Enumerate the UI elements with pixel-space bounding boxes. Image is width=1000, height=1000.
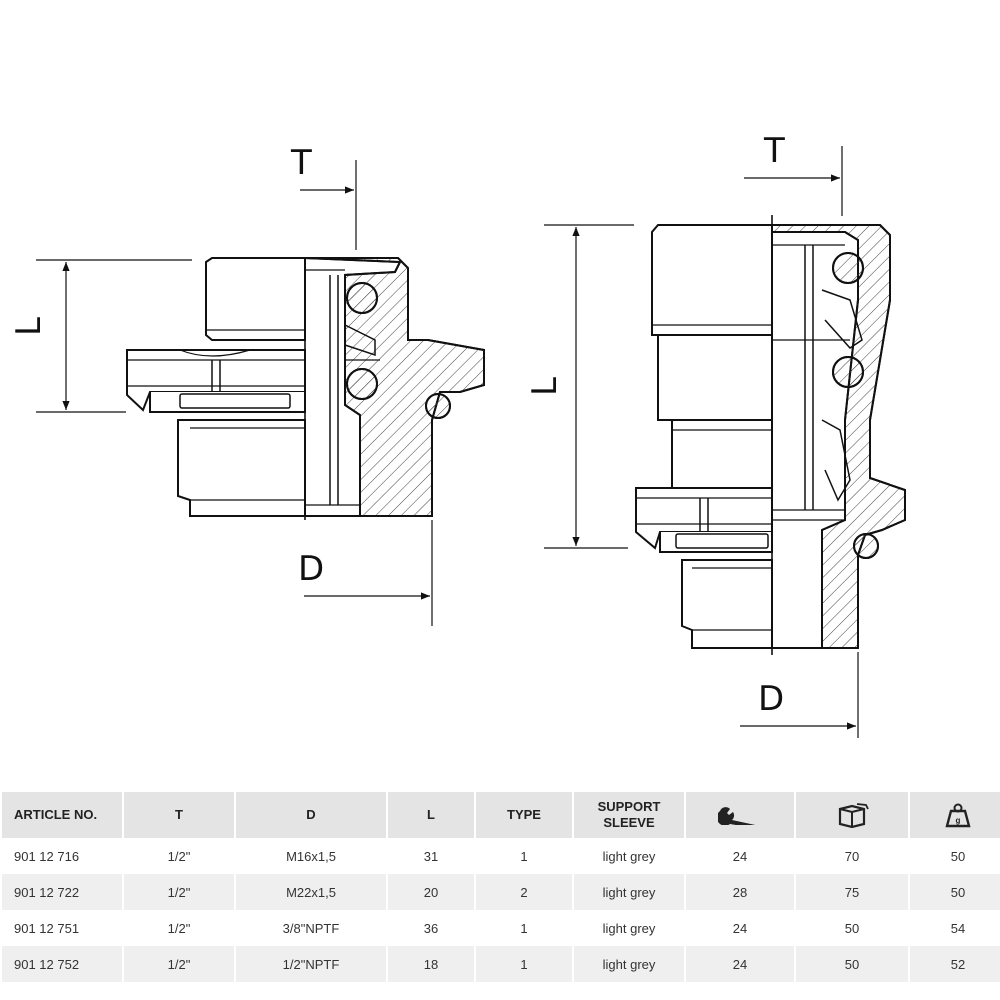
table-row: 901 12 716 1/2" M16x1,5 31 1 light grey …: [2, 838, 1000, 874]
cell-sleeve: light grey: [574, 946, 684, 982]
cell-box: 50: [844, 920, 860, 936]
weight-icon: g: [945, 803, 971, 828]
header-wrench: [686, 792, 794, 838]
cell-type: 2: [476, 874, 572, 910]
fitting-type-2: [635, 215, 906, 655]
cell-sleeve: light grey: [602, 848, 656, 864]
cell-box: 50: [796, 946, 908, 982]
cell-article: 901 12 722: [2, 874, 122, 910]
cell-l: 36: [423, 920, 439, 936]
table-row: 901 12 722 1/2" M22x1,5 20 2 light grey …: [2, 874, 1000, 910]
cell-wrench: 24: [686, 946, 794, 982]
cell-t: 1/2": [124, 874, 234, 910]
cell-article: 901 12 716: [14, 848, 80, 864]
table-row: 901 12 752 1/2" 1/2"NPTF 18 1 light grey…: [2, 946, 1000, 982]
cell-type: 1: [476, 946, 572, 982]
header-support-sleeve: SUPPORT SLEEVE: [574, 792, 684, 838]
fitting-1-label-d: D: [298, 549, 324, 589]
svg-text:g: g: [956, 816, 961, 825]
cell-weight: 50: [910, 874, 1000, 910]
cell-l: 31: [423, 848, 439, 864]
cell-weight: 50: [950, 848, 966, 864]
header-d: D: [236, 792, 386, 838]
header-weight: g: [910, 792, 1000, 838]
fitting-1-label-l: L: [9, 317, 49, 336]
fitting-type-1: [126, 257, 485, 520]
cell-type: 1: [520, 920, 528, 936]
header-type: TYPE: [476, 792, 572, 838]
spec-table: ARTICLE NO. T D L TYPE SUPPORT SLEEVE: [0, 792, 1000, 982]
fitting-2-label-l: L: [525, 377, 565, 396]
cell-d: 3/8"NPTF: [282, 920, 340, 936]
wrench-icon: [718, 807, 756, 825]
cell-wrench: 24: [732, 848, 748, 864]
cell-l: 18: [388, 946, 474, 982]
cell-d: M22x1,5: [236, 874, 386, 910]
fitting-2-thread: [681, 559, 773, 649]
fitting-1-sleeve: [205, 257, 306, 341]
cell-article: 901 12 751: [14, 920, 80, 936]
cell-t: 1/2": [167, 920, 191, 936]
cell-wrench: 28: [686, 874, 794, 910]
fitting-1-thread: [177, 419, 306, 517]
cell-l: 20: [388, 874, 474, 910]
box-icon: [838, 803, 869, 828]
header-box: [796, 792, 908, 838]
cell-weight: 54: [950, 920, 966, 936]
cell-weight: 52: [910, 946, 1000, 982]
header-l: L: [388, 792, 474, 838]
fitting-2-dimensions: [544, 146, 859, 738]
cell-sleeve: light grey: [574, 874, 684, 910]
cell-box: 70: [844, 848, 860, 864]
fitting-2-sleeve-top: [651, 224, 773, 336]
fitting-1-dimensions: [36, 160, 433, 626]
header-support-line2: SLEEVE: [603, 815, 655, 830]
header-article: ARTICLE NO.: [2, 792, 122, 838]
header-t: T: [124, 792, 234, 838]
cell-sleeve: light grey: [602, 920, 656, 936]
fitting-2-label-t: T: [763, 131, 785, 171]
header-support-line1: SUPPORT: [597, 799, 661, 814]
fitting-2-label-d: D: [758, 679, 784, 719]
table-header-row: ARTICLE NO. T D L TYPE SUPPORT SLEEVE: [2, 792, 1000, 838]
technical-drawing: T L D: [9, 131, 906, 738]
cell-wrench: 24: [732, 920, 748, 936]
cell-t: 1/2": [124, 946, 234, 982]
cell-article: 901 12 752: [2, 946, 122, 982]
fitting-1-label-t: T: [290, 143, 312, 183]
cell-type: 1: [520, 848, 528, 864]
cell-t: 1/2": [167, 848, 191, 864]
cell-d: 1/2"NPTF: [236, 946, 386, 982]
table-row: 901 12 751 1/2" 3/8"NPTF 36 1 light grey…: [2, 910, 1000, 946]
cell-d: M16x1,5: [286, 848, 336, 864]
cell-box: 75: [796, 874, 908, 910]
